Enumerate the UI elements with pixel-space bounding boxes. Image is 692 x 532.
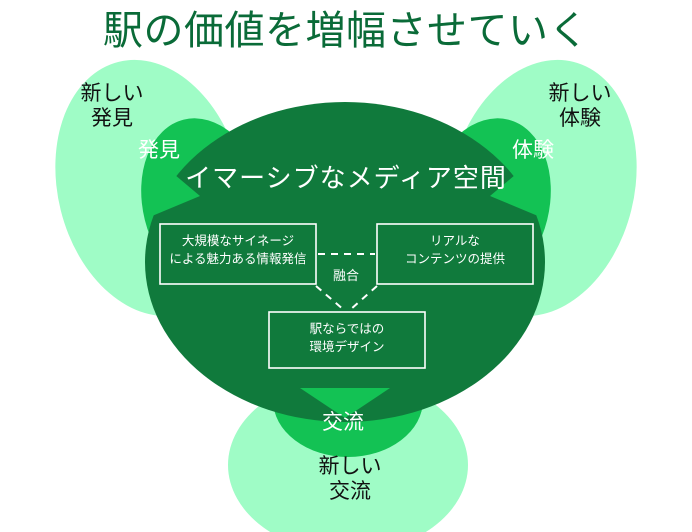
box-content[interactable]: [376, 223, 534, 285]
box-signage[interactable]: [159, 223, 317, 285]
connector-content-design: [349, 285, 378, 311]
connector-signage-design: [315, 285, 345, 311]
box-design[interactable]: [268, 311, 426, 369]
